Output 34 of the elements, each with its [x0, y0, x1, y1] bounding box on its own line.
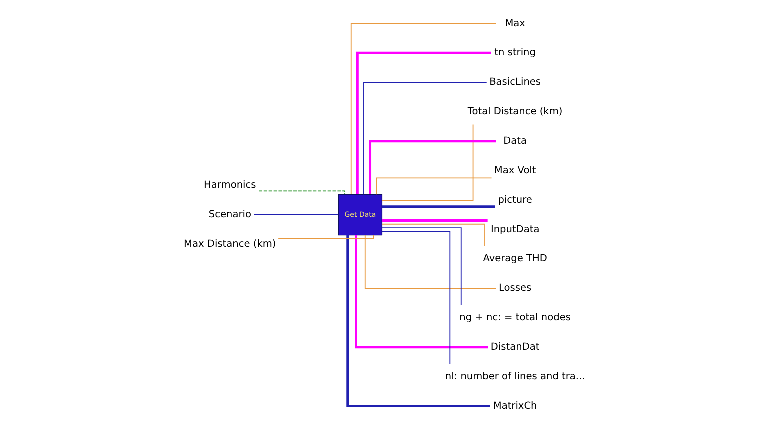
connector [376, 178, 492, 196]
node-text: BasicLines [489, 77, 541, 88]
node-text: Data [503, 136, 527, 148]
node-text: InputData [490, 224, 540, 236]
connector [381, 228, 462, 306]
node-text: Max Distance (km) [184, 239, 276, 250]
connector [381, 124, 474, 202]
connector [278, 235, 374, 240]
node-text: Harmonics [204, 180, 256, 192]
node-text: Average THD [482, 254, 547, 265]
connector [350, 23, 496, 195]
node-text: Scenario [208, 210, 251, 221]
node-text: MatrixCh [492, 400, 537, 412]
connector [368, 140, 496, 194]
node-text: DistanDat [490, 342, 540, 354]
connector [364, 235, 496, 290]
node-text: Max [504, 18, 525, 30]
connector [382, 206, 495, 208]
connector [354, 235, 488, 349]
connector [356, 52, 491, 194]
node-text: nl: number of lines and tra... [444, 371, 585, 382]
connector [381, 224, 484, 247]
connector [253, 214, 339, 216]
node-text: Losses [498, 283, 532, 294]
node-text: tn string [494, 48, 536, 59]
node-text: ng + nc: = total nodes [459, 312, 570, 324]
connector [258, 190, 346, 195]
node-text: Total Distance (km) [467, 106, 562, 118]
node-text: Max Volt [494, 165, 536, 176]
connector [382, 220, 488, 222]
connector [363, 82, 487, 196]
node-text: picture [498, 194, 532, 206]
connector [381, 231, 450, 365]
connector [346, 235, 490, 408]
